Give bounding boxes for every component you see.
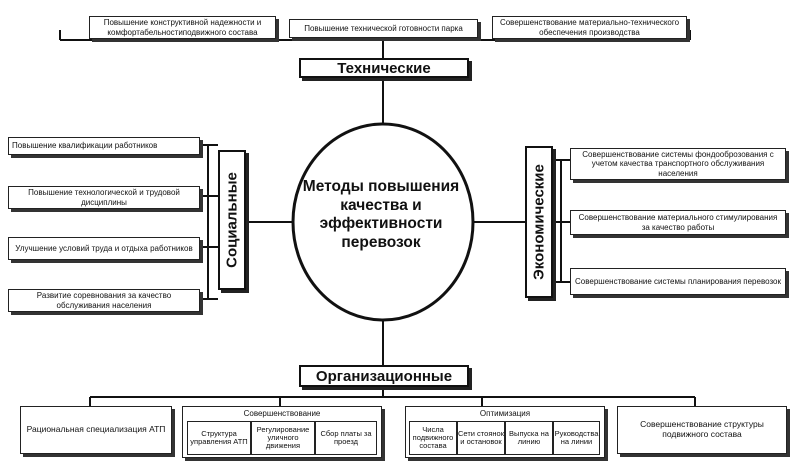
technical-item-1: Повышение конструктивной надежности и ко… (89, 16, 276, 39)
social-item-1: Повышение квалификации работников (8, 137, 200, 155)
economic-item-2: Совершенствование материального стимулир… (570, 210, 786, 235)
economic-item-3: Совершенствование системы планирования п… (570, 268, 786, 295)
org-optimization-item-2: Сети стоянок и остановок (457, 421, 505, 455)
economic-item-1: Совершенствование системы фондооброзован… (570, 148, 786, 180)
org-optimization-group: Оптимизация Числа подвижного состава Сет… (405, 406, 605, 458)
center-circle (291, 122, 475, 322)
social-item-4: Развитие соревнования за качество обслуж… (8, 289, 200, 312)
center-title: Методы повышения качества и эффективност… (302, 178, 460, 251)
org-improvement-title: Совершенствование (243, 409, 321, 418)
social-item-3: Улучшение условий труда и отдыха работни… (8, 237, 200, 260)
category-social: Социальные (218, 150, 246, 290)
org-optimization-title: Оптимизация (479, 409, 531, 418)
social-item-2: Повышение технологической и трудовой дис… (8, 186, 200, 209)
technical-item-2: Повышение технической готовности парка (289, 19, 478, 38)
org-optimization-item-1: Числа подвижного состава (409, 421, 457, 455)
org-optimization-item-4: Руководства на линии (553, 421, 600, 455)
org-optimization-item-3: Выпуска на линию (505, 421, 553, 455)
org-fleet-structure: Совершенствование структуры подвижного с… (617, 406, 787, 454)
org-improvement-item-2: Регулирование уличного движения (251, 421, 315, 455)
category-technical: Технические (299, 58, 469, 78)
org-specialization: Рациональная специализация АТП (20, 406, 172, 454)
category-economic: Экономические (525, 146, 553, 298)
category-organizational: Организационные (299, 365, 469, 387)
org-improvement-item-3: Сбор платы за проезд (315, 421, 377, 455)
technical-item-3: Совершенствование материально-техническо… (492, 16, 687, 39)
org-improvement-item-1: Структура управления АТП (187, 421, 251, 455)
org-improvement-group: Совершенствование Структура управления А… (182, 406, 382, 458)
